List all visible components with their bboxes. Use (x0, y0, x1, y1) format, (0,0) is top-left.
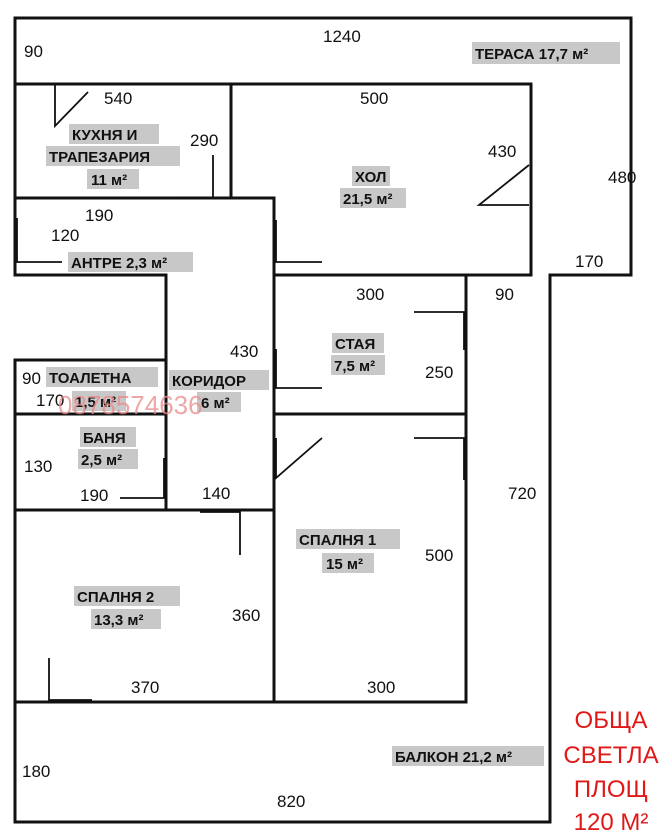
dim-500-top: 500 (360, 89, 388, 108)
room-hol: ХОЛ (355, 169, 386, 186)
dim-120: 120 (51, 226, 79, 245)
room-spalnya2: СПАЛНЯ 2 (77, 589, 154, 606)
watermark-phone: 0878574636 (58, 390, 203, 420)
dim-430-koridor: 430 (230, 342, 258, 361)
dim-90-left: 90 (22, 369, 41, 388)
dimension-labels: 1240 90 540 500 290 430 480 190 120 170 … (22, 27, 636, 811)
total-line-4: 120 М² (574, 809, 649, 836)
dim-90-right: 90 (495, 285, 514, 304)
dim-130: 130 (24, 457, 52, 476)
dim-140: 140 (202, 484, 230, 503)
dim-180: 180 (22, 762, 50, 781)
room-kuhnya-line1: КУХНЯ И (72, 127, 137, 144)
dim-480: 480 (608, 168, 636, 187)
room-koridor: КОРИДОР (172, 373, 246, 390)
room-staya-area: 7,5 м² (334, 358, 375, 375)
room-spalnya1-area: 15 м² (326, 556, 363, 573)
room-spalnya2-area: 13,3 м² (94, 612, 143, 629)
total-line-3: ПЛОЩ (574, 776, 648, 803)
room-staya: СТАЯ (335, 336, 375, 353)
room-terasa: ТЕРАСА 17,7 м² (475, 46, 588, 63)
room-toaletna-area: 1,5 м² (75, 394, 116, 411)
dim-820: 820 (277, 792, 305, 811)
room-kuhnya-line2: ТРАПЕЗАРИЯ (49, 149, 150, 166)
room-banya: БАНЯ (83, 430, 126, 447)
dim-300-top: 300 (356, 285, 384, 304)
dim-720: 720 (508, 484, 536, 503)
dim-430-hol: 430 (488, 142, 516, 161)
room-kuhnya-area: 11 м² (91, 172, 127, 189)
dim-170-left: 170 (36, 391, 64, 410)
room-toaletna: ТОАЛЕТНА (49, 370, 132, 387)
dim-190-top: 190 (85, 206, 113, 225)
dim-370: 370 (131, 678, 159, 697)
dim-290: 290 (190, 131, 218, 150)
dim-1240: 1240 (323, 27, 361, 46)
total-line-1: ОБЩА (575, 707, 648, 734)
room-antre: АНТРЕ 2,3 м² (71, 255, 167, 272)
room-koridor-area: 6 м² (201, 395, 230, 412)
room-spalnya1: СПАЛНЯ 1 (299, 532, 376, 549)
total-line-2: СВЕТЛА (563, 742, 658, 769)
dim-500-spalnya1: 500 (425, 546, 453, 565)
room-labels: ТЕРАСА 17,7 м² КУХНЯ И ТРАПЕЗАРИЯ 11 м² … (46, 42, 620, 766)
total-area: ОБЩА СВЕТЛА ПЛОЩ 120 М² (563, 707, 658, 836)
dim-360: 360 (232, 606, 260, 625)
dim-190-bot: 190 (80, 486, 108, 505)
dim-170-right: 170 (575, 252, 603, 271)
room-hol-area: 21,5 м² (343, 191, 392, 208)
walls (13, 16, 633, 824)
dim-540: 540 (104, 89, 132, 108)
door-swings (16, 84, 530, 701)
dim-250: 250 (425, 363, 453, 382)
dim-300-bot: 300 (367, 678, 395, 697)
room-banya-area: 2,5 м² (81, 452, 122, 469)
dim-90-top: 90 (24, 42, 43, 61)
room-balkon: БАЛКОН 21,2 м² (395, 749, 512, 766)
